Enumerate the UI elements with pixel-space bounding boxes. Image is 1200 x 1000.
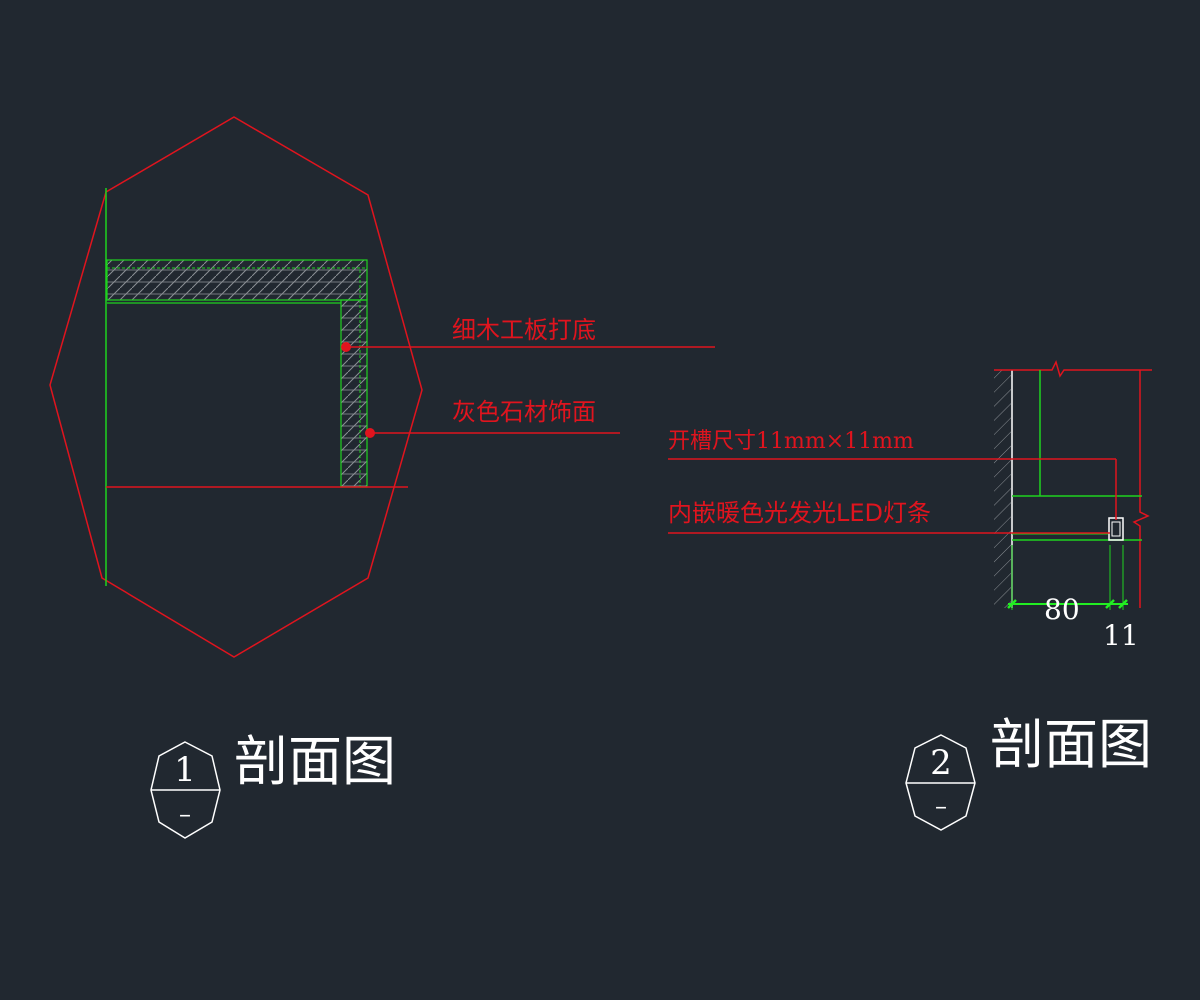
dim-tick-1 [1007,599,1017,609]
label-led-strip: 内嵌暖色光发光LED灯条 [668,499,931,527]
label-plywood-base: 细木工板打底 [452,316,596,344]
detail-2-index-octagon [905,734,976,831]
detail-2-wall-hatch [994,370,1011,608]
detail-1-title-block: 1 – 剖面图 [150,730,396,839]
detail-2-section: 开槽尺寸11mm×11mm 内嵌暖色光发光LED灯条 80 11 [668,359,1152,652]
detail-1-index-octagon [150,741,221,839]
led-strip [1111,521,1121,537]
detail-1-top-board [106,259,368,301]
detail-1-index-number: 1 [174,750,196,790]
label-groove-size: 开槽尺寸11mm×11mm [668,429,914,454]
dim-tick-3 [1118,599,1128,609]
detail-2-right-break-line [1132,370,1150,608]
detail-2-top-break-line [994,359,1152,378]
detail-1-boundary [49,116,423,658]
label-stone-finish: 灰色石材饰面 [452,398,596,426]
detail-2-index-number: 2 [930,743,952,783]
dimension-80: 80 [1044,593,1080,626]
led-groove [1108,517,1124,541]
dim-tick-2 [1105,599,1115,609]
detail-1-index-sheet: – [179,800,191,828]
detail-1-section: 细木工板打底 灰色石材饰面 [49,116,715,658]
detail-2-index-sheet: – [935,792,947,820]
detail-1-title: 剖面图 [234,730,396,793]
detail-2-title-block: 2 – 剖面图 [905,713,1152,831]
detail-1-side-board [340,299,368,488]
detail-2-title: 剖面图 [990,713,1152,776]
dimension-11: 11 [1103,619,1139,652]
